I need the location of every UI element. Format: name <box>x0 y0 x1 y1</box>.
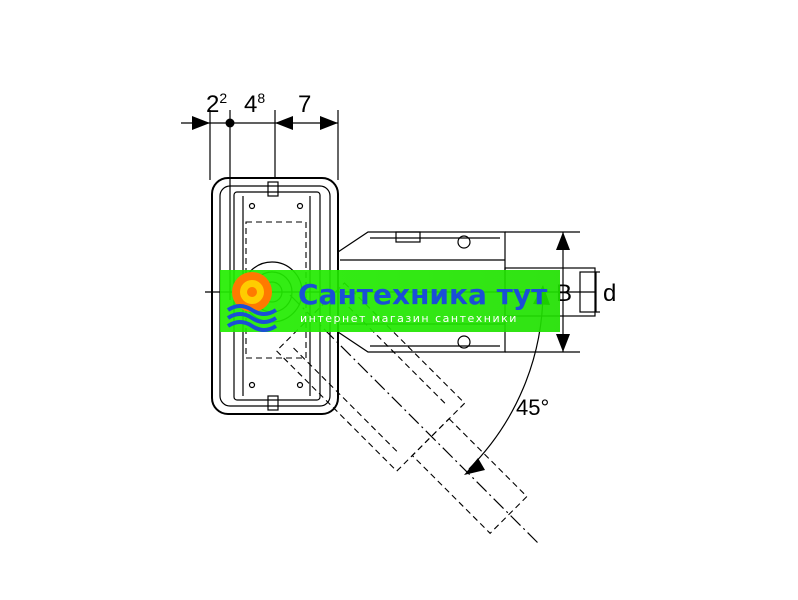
watermark-title: Сантехника тут <box>298 278 548 311</box>
top-dimensions: 22 48 7 <box>181 90 339 300</box>
dim-left-offset: 22 <box>206 90 227 118</box>
arrow-head <box>192 116 210 130</box>
arrow-head <box>556 232 570 250</box>
arrow-head <box>556 334 570 352</box>
arrow-head <box>275 116 293 130</box>
arrow-head <box>320 116 338 130</box>
watermark-subtitle: интернет магазин сантехники <box>300 312 518 325</box>
center-dot <box>225 118 235 128</box>
horizontal-outlet: B d <box>337 231 616 353</box>
dim-angle: 45° <box>516 395 549 420</box>
watermark-logo-icon <box>226 272 278 332</box>
arrow-head <box>464 458 485 475</box>
dim-height-b: B <box>556 280 572 307</box>
dim-diameter-d: d <box>603 280 616 307</box>
watermark: Сантехника тут интернет магазин сантехни… <box>220 270 560 332</box>
dim-center-offset: 48 <box>244 90 265 118</box>
dim-depth: 7 <box>298 91 311 118</box>
